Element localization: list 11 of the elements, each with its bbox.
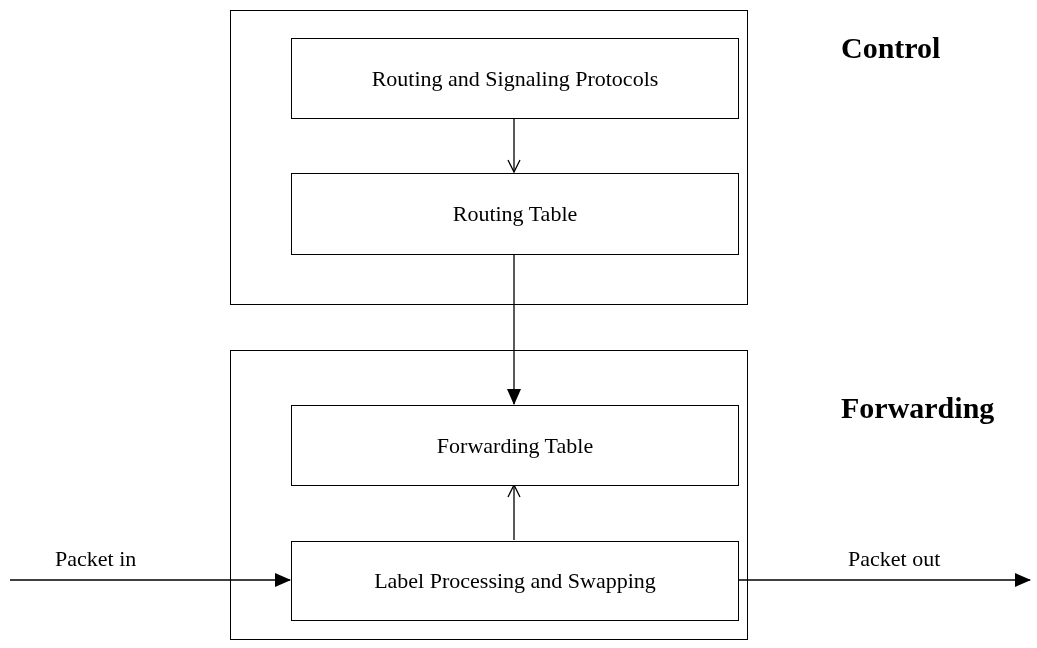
process-box: Routing Table bbox=[291, 173, 739, 255]
process-box: Forwarding Table bbox=[291, 405, 739, 486]
arrow bbox=[737, 573, 1031, 587]
arrow bbox=[9, 573, 291, 587]
process-box: Label Processing and Swapping bbox=[291, 541, 739, 621]
arrow bbox=[507, 253, 521, 405]
group-heading: Control bbox=[841, 31, 941, 65]
arrow bbox=[507, 484, 521, 541]
process-box: Routing and Signaling Protocols bbox=[291, 38, 739, 119]
group-heading: Forwarding bbox=[841, 391, 995, 425]
arrow bbox=[507, 117, 521, 173]
